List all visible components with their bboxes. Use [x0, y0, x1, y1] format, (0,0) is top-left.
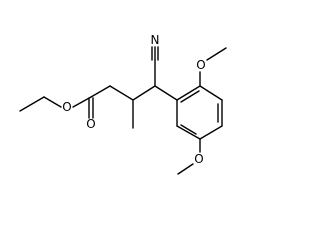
bond-ch2-o: [43, 96, 62, 108]
bond-ome-top-ch3: [206, 47, 227, 61]
methoxy-bottom-oxygen-label: O: [194, 152, 203, 166]
ring-bond-1: [176, 85, 201, 101]
bond-ch2-ch: [109, 85, 134, 101]
bond-ch-ch-cn: [132, 85, 156, 101]
ring-inner-double-3: [180, 124, 197, 135]
backbone: [109, 85, 156, 129]
ester-oxygen-label: O: [62, 100, 71, 114]
chemical-structure: O O N O O: [19, 33, 227, 175]
ester-group: [72, 85, 111, 119]
bond-ch-ring: [154, 85, 178, 101]
ring-bond-2: [199, 85, 223, 101]
bond-o-carbonyl-c: [72, 96, 92, 108]
methoxy-bottom: [177, 138, 201, 175]
ring-inner-double-1: [180, 90, 200, 103]
ring-bond-5: [176, 125, 201, 140]
bond-ch3-ch2: [19, 96, 45, 112]
methoxy-top: [199, 47, 227, 87]
bond-carbonyl-c-ch2: [90, 85, 111, 98]
methoxy-top-oxygen-label: O: [196, 58, 205, 72]
structure-canvas: O O N O O: [19, 33, 227, 175]
bond-ome-bottom-ch3: [177, 163, 194, 175]
ethyl-group: [19, 96, 62, 112]
ring-bond-4: [199, 125, 223, 140]
aryl-ring: [154, 85, 223, 140]
carbonyl-oxygen-label: O: [86, 117, 95, 131]
nitrile-nitrogen-label: N: [151, 33, 160, 47]
nitrile-group: [151, 46, 159, 87]
